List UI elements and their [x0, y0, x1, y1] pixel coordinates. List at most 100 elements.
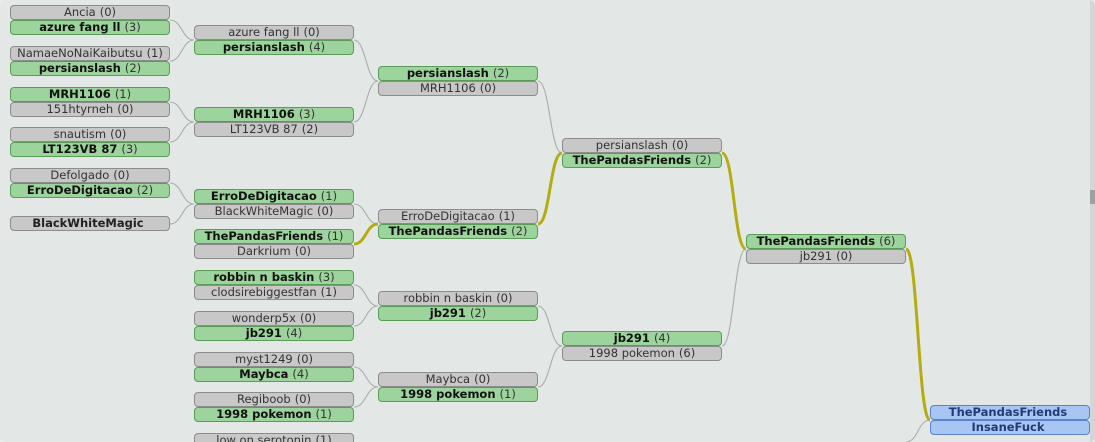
match-slot[interactable]: myst1249(0) — [194, 352, 354, 367]
bracket-connector — [169, 203, 195, 225]
final-match-slot[interactable]: ThePandasFriends — [930, 405, 1090, 420]
match-slot[interactable]: azure fang ll(0) — [194, 25, 354, 40]
player-name: MRH1106 — [48, 87, 111, 101]
match-slot[interactable]: persianslash(4) — [194, 40, 354, 55]
match-slot[interactable]: low on serotonin(1) — [194, 433, 354, 442]
player-name: ThePandasFriends — [204, 229, 324, 243]
match-slot[interactable]: robbin n baskin(0) — [378, 291, 538, 306]
player-name: Ancia — [63, 5, 96, 19]
player-name: persianslash — [595, 138, 668, 152]
player-name: ThePandasFriends — [572, 153, 692, 167]
match-slot[interactable]: wonderp5x(0) — [194, 311, 354, 326]
match-slot[interactable]: snautism(0) — [10, 127, 170, 142]
player-score: (0) — [294, 392, 311, 406]
player-name: Regiboob — [236, 392, 291, 406]
match-slot[interactable]: ErroDeDigitacao(2) — [10, 183, 170, 198]
player-score: (6) — [678, 346, 696, 360]
final-match-slot[interactable]: InsaneFuck — [930, 420, 1090, 435]
bracket-connector — [353, 39, 379, 82]
match-slot[interactable]: Defolgado(0) — [10, 168, 170, 183]
match-slot[interactable]: ThePandasFriends(1) — [194, 229, 354, 244]
match-slot[interactable]: ErroDeDigitacao(1) — [194, 189, 354, 204]
match-slot[interactable]: azure fang ll(3) — [10, 20, 170, 35]
match-slot[interactable]: 1998 pokemon(1) — [378, 387, 538, 402]
match-slot[interactable]: Ancia(0) — [10, 5, 170, 20]
match-slot[interactable]: Darkrium(0) — [194, 244, 354, 259]
player-score: (0) — [110, 127, 127, 141]
match-slot[interactable]: BlackWhiteMagic(0) — [194, 204, 354, 219]
bracket-connector — [537, 345, 563, 388]
player-score: (0) — [671, 138, 689, 152]
match-slot[interactable]: NamaeNoNaiKaibutsu(1) — [10, 46, 170, 61]
bracket-connector — [169, 121, 195, 143]
match-slot[interactable]: 151htyrneh(0) — [10, 102, 170, 117]
player-name: Defolgado — [50, 168, 110, 182]
player-score: (3) — [121, 142, 138, 156]
match-slot[interactable]: jb291(0) — [746, 249, 906, 264]
match-slot[interactable]: Maybca(4) — [194, 367, 354, 382]
player-name: Darkrium — [236, 244, 291, 258]
match-slot[interactable]: 1998 pokemon(1) — [194, 407, 354, 422]
player-name: LT123VB 87 — [42, 142, 118, 156]
player-score: (0) — [99, 5, 117, 19]
player-name: 151htyrneh — [46, 102, 114, 116]
player-name: low on serotonin — [216, 433, 312, 442]
player-score: (0) — [474, 372, 491, 386]
bracket-connector — [353, 203, 379, 225]
bracket-connector — [353, 386, 379, 408]
match-slot[interactable]: LT123VB 87(3) — [10, 142, 170, 157]
player-name: ThePandasFriends — [388, 224, 508, 238]
player-score: (2) — [301, 122, 319, 136]
player-name: 1998 pokemon — [588, 346, 675, 360]
match-slot[interactable]: 1998 pokemon(6) — [562, 346, 722, 361]
player-score: (0) — [296, 352, 314, 366]
player-score: (3) — [124, 20, 141, 34]
player-name: wonderp5x — [231, 311, 296, 325]
player-score: (3) — [298, 107, 316, 121]
player-score: (4) — [292, 367, 309, 381]
player-name: InsaneFuck — [971, 420, 1045, 434]
player-name: clodsirebiggestfan — [211, 285, 317, 299]
bracket-connector — [353, 222, 379, 246]
bracket-connector — [169, 39, 195, 62]
player-score: (1) — [320, 285, 337, 299]
match-slot[interactable]: MRH1106(3) — [194, 107, 354, 122]
player-name: MRH1106 — [419, 81, 476, 95]
scrollbar-grip[interactable] — [1090, 190, 1095, 204]
player-name: snautism — [53, 127, 107, 141]
bracket-connector — [537, 80, 563, 154]
match-slot[interactable]: LT123VB 87(2) — [194, 122, 354, 137]
match-slot[interactable]: ErroDeDigitacao(1) — [378, 209, 538, 224]
player-name: myst1249 — [234, 352, 293, 366]
match-slot[interactable]: Regiboob(0) — [194, 392, 354, 407]
match-slot[interactable]: ThePandasFriends(2) — [562, 153, 722, 168]
match-slot-bye[interactable]: BlackWhiteMagic — [10, 216, 170, 231]
bracket-connector — [537, 151, 563, 226]
match-slot[interactable]: jb291(4) — [194, 326, 354, 341]
match-slot[interactable]: ThePandasFriends(6) — [746, 234, 906, 249]
player-score: (0) — [479, 81, 497, 95]
match-slot[interactable]: jb291(2) — [378, 306, 538, 321]
bracket-connector — [353, 305, 379, 327]
match-slot[interactable]: persianslash(2) — [10, 61, 170, 76]
player-score: (0) — [299, 311, 317, 325]
bracket-connector — [169, 182, 195, 205]
match-slot[interactable]: robbin n baskin(3) — [194, 270, 354, 285]
match-slot[interactable]: clodsirebiggestfan(1) — [194, 285, 354, 300]
vertical-scrollbar[interactable] — [1090, 0, 1095, 442]
match-slot[interactable]: MRH1106(0) — [378, 81, 538, 96]
match-slot[interactable]: MRH1106(1) — [10, 87, 170, 102]
bracket-connector — [169, 101, 195, 123]
match-slot[interactable]: persianslash(2) — [378, 66, 538, 81]
match-slot[interactable]: ThePandasFriends(2) — [378, 224, 538, 239]
player-name: persianslash — [38, 61, 121, 75]
player-name: Maybca — [239, 367, 289, 381]
match-slot[interactable]: jb291(4) — [562, 331, 722, 346]
match-slot[interactable]: persianslash(0) — [562, 138, 722, 153]
player-score: (1) — [320, 189, 338, 203]
match-slot[interactable]: Maybca(0) — [378, 372, 538, 387]
player-name: ThePandasFriends — [948, 405, 1068, 419]
player-score: (2) — [492, 66, 510, 80]
player-score: (2) — [511, 224, 528, 238]
